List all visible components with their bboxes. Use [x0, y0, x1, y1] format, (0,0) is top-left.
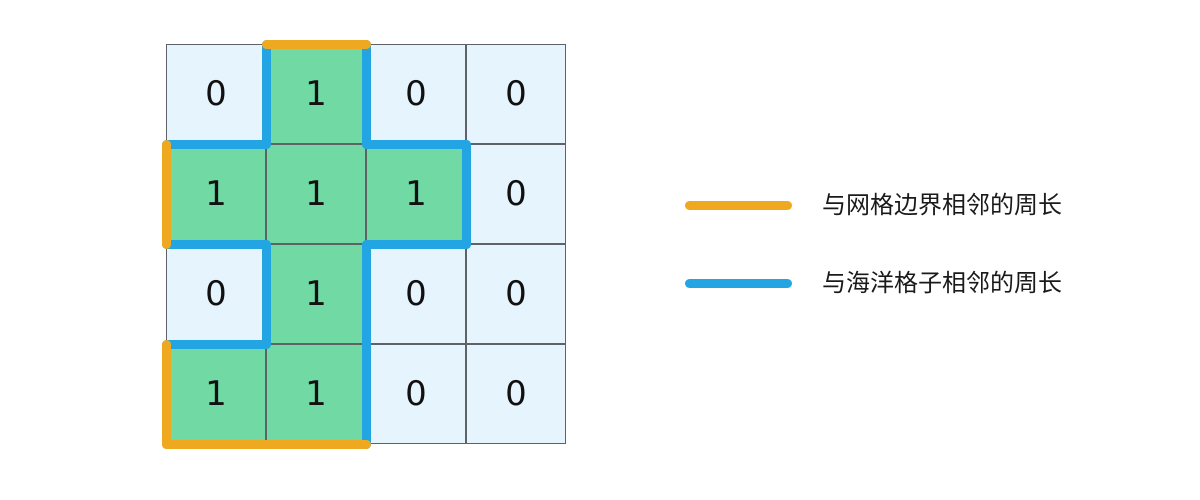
legend-item-ocean-perimeter: 与海洋格子相邻的周长 [685, 258, 1115, 308]
perimeter-boundary-segment-r0-c1-top [261, 39, 371, 49]
perimeter-ocean-segment-r1-c2-right [461, 139, 471, 249]
grid-cell-r3-c0: 1 [166, 344, 266, 444]
grid-cell-r3-c3: 0 [466, 344, 566, 444]
perimeter-boundary-segment-r3-c0-bottom [161, 439, 271, 449]
perimeter-ocean-segment-r0-c1-left [261, 39, 271, 149]
perimeter-boundary-segment-r1-c0-left [161, 139, 171, 249]
perimeter-ocean-segment-r3-c0-top [161, 339, 271, 349]
grid-cell-r0-c2: 0 [366, 44, 466, 144]
perimeter-boundary-segment-r3-c0-left [161, 339, 171, 449]
grid-cell-r0-c1: 1 [266, 44, 366, 144]
legend-line-boundary-icon [685, 200, 792, 210]
perimeter-ocean-segment-r2-c1-left [261, 239, 271, 349]
perimeter-ocean-segment-r1-c2-bottom [361, 239, 471, 249]
grid-cell-r1-c3: 0 [466, 144, 566, 244]
legend-label-ocean: 与海洋格子相邻的周长 [822, 269, 1062, 297]
grid-cell-r1-c1: 1 [266, 144, 366, 244]
grid-cell-r2-c1: 1 [266, 244, 366, 344]
perimeter-ocean-segment-r1-c2-top [361, 139, 471, 149]
perimeter-ocean-segment-r0-c1-right [361, 39, 371, 149]
legend: 与网格边界相邻的周长 与海洋格子相邻的周长 [685, 180, 1115, 310]
grid-cell-r1-c2: 1 [366, 144, 466, 244]
perimeter-ocean-segment-r1-c0-bottom [161, 239, 271, 249]
perimeter-ocean-segment-r2-c1-right [361, 239, 371, 349]
grid-cell-r3-c2: 0 [366, 344, 466, 444]
grid-cell-r2-c2: 0 [366, 244, 466, 344]
grid-cell-r1-c0: 1 [166, 144, 266, 244]
legend-label-boundary: 与网格边界相邻的周长 [822, 191, 1062, 219]
perimeter-ocean-segment-r3-c1-right [361, 339, 371, 449]
perimeter-boundary-segment-r3-c1-bottom [261, 439, 371, 449]
grid-cell-r0-c0: 0 [166, 44, 266, 144]
grid-cell-r2-c3: 0 [466, 244, 566, 344]
legend-item-boundary-perimeter: 与网格边界相邻的周长 [685, 180, 1115, 230]
perimeter-ocean-segment-r1-c0-top [161, 139, 271, 149]
legend-line-ocean-icon [685, 278, 792, 288]
grid-cell-r0-c3: 0 [466, 44, 566, 144]
grid-cell-r2-c0: 0 [166, 244, 266, 344]
grid-cell-r3-c1: 1 [266, 344, 366, 444]
